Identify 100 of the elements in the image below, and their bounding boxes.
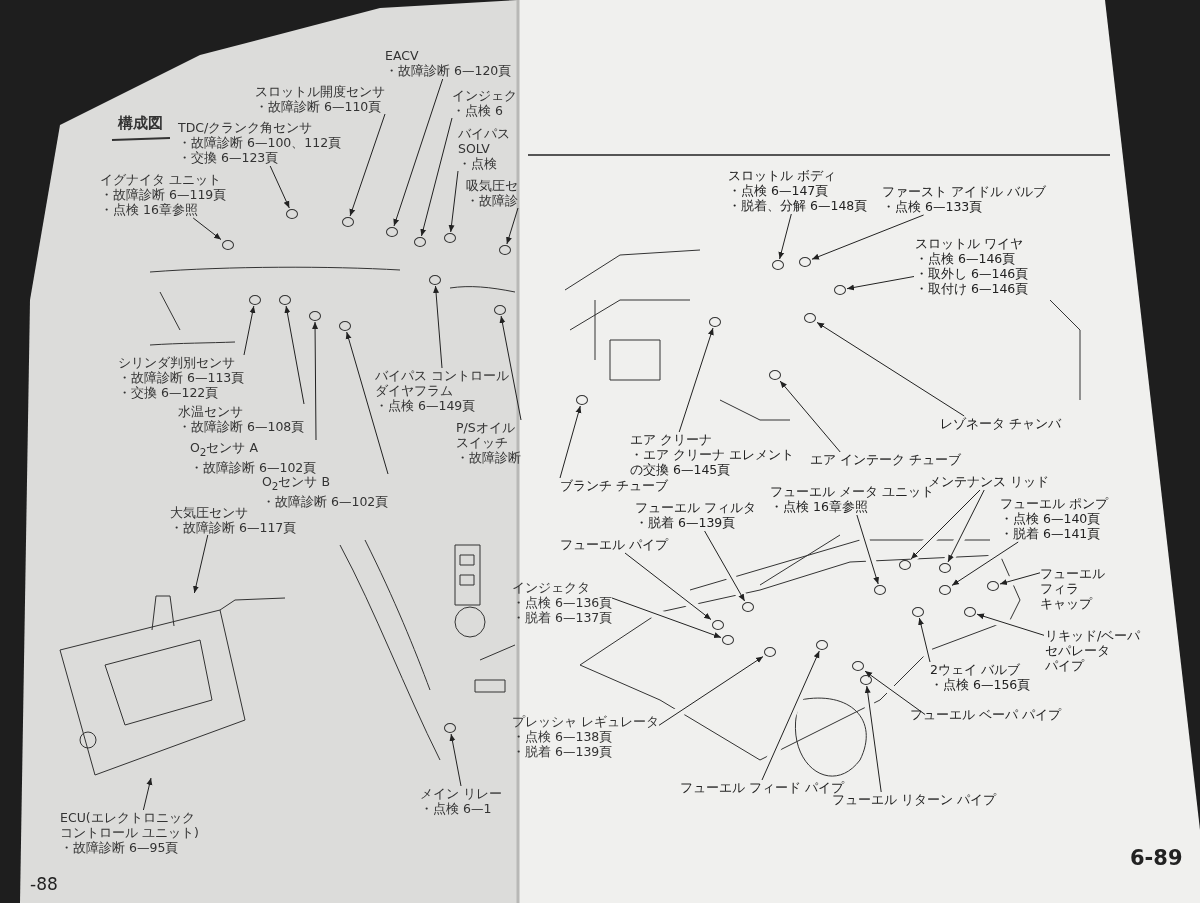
part-name: スロットル ワイヤ <box>915 236 1023 251</box>
part-name: スロットル開度センサ <box>255 84 385 99</box>
service-note: ・故障診 <box>466 193 518 208</box>
leader-line <box>678 327 714 433</box>
service-note: ・故障診断 6—102頁 <box>262 493 389 509</box>
service-note: ・交換 6—123頁 <box>178 150 279 165</box>
service-note: ・点検 6—146頁 <box>915 251 1016 266</box>
leader-line <box>269 165 290 209</box>
part-name: ブランチ チューブ <box>560 478 668 493</box>
part-name: エア インテーク チューブ <box>810 452 961 467</box>
service-note: ・点検 6—138頁 <box>512 729 613 744</box>
service-note: ・故障診断 6—108頁 <box>178 419 305 434</box>
leader-line <box>704 530 746 602</box>
part-name: P/Sオイル <box>456 420 515 435</box>
leader-line <box>420 117 453 237</box>
service-note: ・故障診断 6—113頁 <box>118 370 245 385</box>
leader-line <box>559 405 582 479</box>
leader-line <box>947 489 985 563</box>
part-name: インジェク <box>452 88 517 103</box>
leader-line <box>918 617 931 663</box>
part-name: メンテナンス リッド <box>928 474 1049 489</box>
section-heading: 構成図 <box>118 114 163 133</box>
service-note: ・取外し 6—146頁 <box>915 266 1029 281</box>
part-name: EACV <box>385 48 419 63</box>
service-note: ・故障診断 6—100、112頁 <box>178 135 342 150</box>
service-note: ・脱着 6—137頁 <box>512 610 613 625</box>
part-name: 水温センサ <box>178 404 243 419</box>
leader-line <box>499 315 522 421</box>
service-note: ・故障診断 6—102頁 <box>190 459 317 475</box>
service-note: ・故障診断 6—119頁 <box>100 187 227 202</box>
part-name: フューエル ベーパ パイプ <box>910 707 1061 722</box>
part-name: ファースト アイドル バルブ <box>882 184 1046 199</box>
ecu-drawing <box>58 594 288 777</box>
leader-line <box>951 541 1019 586</box>
part-name: イグナイタ ユニット <box>100 172 221 187</box>
service-note: ・点検 16章参照 <box>770 499 868 514</box>
part-name: フューエル フィルタ <box>635 500 756 515</box>
leader-line <box>864 685 882 793</box>
part-name: 吸気圧セ <box>466 178 518 193</box>
leader-line <box>658 656 764 726</box>
service-note: ・点検 <box>458 156 497 171</box>
service-note: ・脱着 6—139頁 <box>512 744 613 759</box>
leader-line <box>611 597 722 638</box>
leader-line <box>349 113 386 217</box>
leader-line <box>864 670 926 715</box>
leader-line <box>778 213 792 260</box>
leader-line <box>779 380 841 453</box>
part-name: TDC/クランク角センサ <box>178 120 313 135</box>
service-note: ・故障診断 6—117頁 <box>170 520 297 535</box>
service-note: ・点検 6—156頁 <box>930 677 1031 692</box>
part-name: 大気圧センサ <box>170 505 248 520</box>
service-note: ・点検 6—136頁 <box>512 595 613 610</box>
leader-line <box>816 321 965 417</box>
leader-line <box>345 331 389 475</box>
page-number: -88 <box>30 874 58 894</box>
leader-line <box>312 321 319 441</box>
part-name: リキッド/ベーパセパレータパイプ <box>1045 628 1141 673</box>
part-name: フューエル フィード パイプ <box>680 780 844 795</box>
service-note: ・点検 16章参照 <box>100 202 198 217</box>
leader-line <box>193 534 209 594</box>
leader-line <box>393 78 444 227</box>
leader-line <box>506 207 519 245</box>
part-name: スロットル ボディ <box>728 168 836 183</box>
part-name: バイパス <box>458 126 510 141</box>
service-note: ・点検 6—133頁 <box>882 199 983 214</box>
leader-line <box>846 276 915 291</box>
service-note: ・点検 6 <box>452 103 503 118</box>
part-name: シリンダ判別センサ <box>118 355 235 370</box>
service-note: ・点検 6—1 <box>420 801 492 816</box>
part-name: エア クリーナ <box>630 432 712 447</box>
service-note: ・脱着、分解 6—148頁 <box>728 198 868 213</box>
part-name: プレッシャ レギュレータ <box>512 714 659 729</box>
part-name: フューエル パイプ <box>560 537 668 552</box>
service-note: ・取付け 6—146頁 <box>915 281 1029 296</box>
leader-line <box>999 572 1041 585</box>
part-name: O$_{2}$センサ B <box>262 474 331 494</box>
service-note: ・脱着 6—139頁 <box>635 515 736 530</box>
service-note: ・故障診断 6—110頁 <box>255 99 382 114</box>
leader-line <box>811 214 925 260</box>
service-note: ・点検 6—147頁 <box>728 183 829 198</box>
part-name: メイン リレー <box>420 786 502 801</box>
service-note: スイッチ <box>456 435 508 450</box>
leader-line <box>284 305 305 405</box>
service-note: ・点検 6—149頁 <box>375 398 476 413</box>
leader-line <box>192 217 222 241</box>
part-name: レゾネータ チャンバ <box>940 416 1061 431</box>
service-note: ・交換 6—122頁 <box>118 385 219 400</box>
leader-line <box>856 514 879 585</box>
leader-line <box>142 777 153 811</box>
part-name: バイパス コントロールダイヤフラム <box>375 368 509 398</box>
part-name: O$_{2}$センサ A <box>190 440 258 460</box>
leader-line <box>448 170 459 233</box>
part-name: ECU(エレクトロニックコントロール ユニット) <box>60 810 199 840</box>
leader-line <box>761 650 820 781</box>
part-name: インジェクタ <box>512 580 590 595</box>
service-note: ・故障診断 6—120頁 <box>385 63 512 78</box>
service-note: ・脱着 6—141頁 <box>1000 526 1101 541</box>
leader-line <box>910 489 981 560</box>
service-note: ・エア クリーナ エレメントの交換 6—145頁 <box>630 447 794 477</box>
part-name: フューエル ポンプ <box>1000 496 1108 511</box>
